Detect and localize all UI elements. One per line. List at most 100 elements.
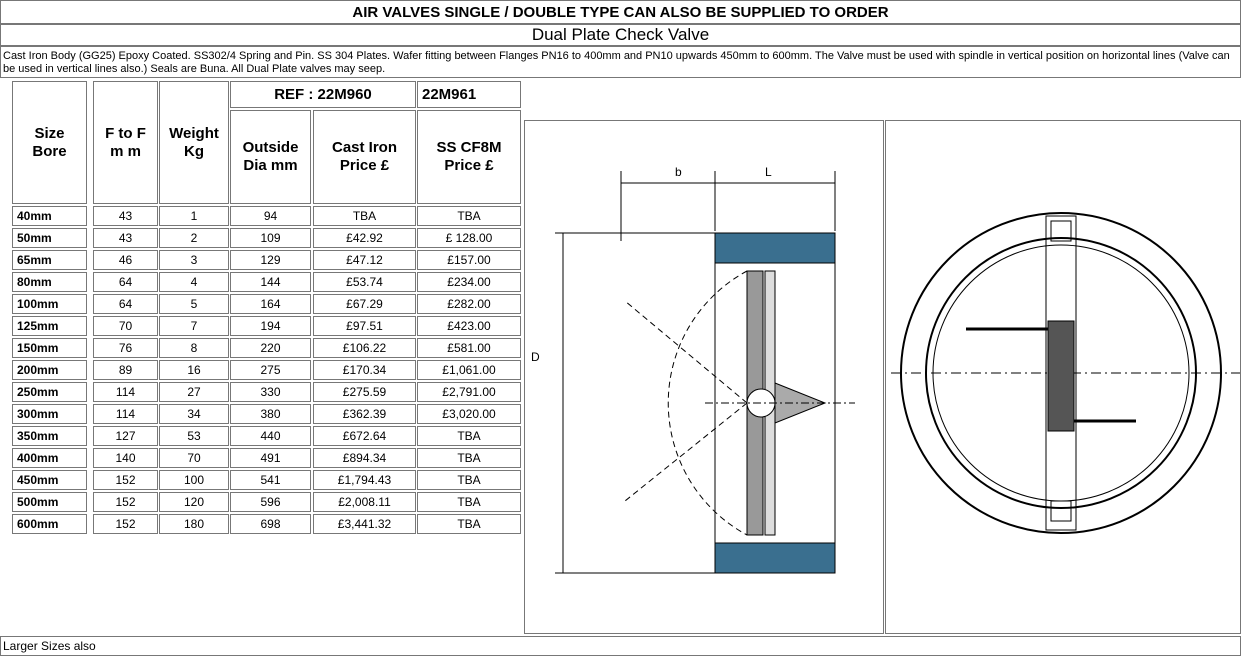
cell-size-bore: 300mm	[12, 404, 87, 424]
cell-weight: 180	[159, 514, 229, 534]
page-title: Dual Plate Check Valve	[0, 24, 1241, 46]
cell-weight: 70	[159, 448, 229, 468]
cell-f-to-f: 152	[93, 492, 158, 512]
cell-weight: 4	[159, 272, 229, 292]
cell-ss-price: TBA	[417, 470, 521, 490]
cell-f-to-f: 70	[93, 316, 158, 336]
header-ss-price: SS CF8M Price £	[417, 110, 521, 204]
cell-weight: 100	[159, 470, 229, 490]
cell-f-to-f: 64	[93, 272, 158, 292]
cell-outside-dia: 440	[230, 426, 311, 446]
header-f-to-f: F to F m m	[93, 81, 158, 204]
cell-f-to-f: 114	[93, 404, 158, 424]
cell-size-bore: 80mm	[12, 272, 87, 292]
header-ref-22m961: 22M961	[417, 81, 521, 108]
cell-f-to-f: 89	[93, 360, 158, 380]
cell-ss-price: £157.00	[417, 250, 521, 270]
cell-cast-iron-price: £170.34	[313, 360, 416, 380]
cell-cast-iron-price: £2,008.11	[313, 492, 416, 512]
front-view-drawing-panel	[885, 120, 1241, 634]
cell-cast-iron-price: £1,794.43	[313, 470, 416, 490]
product-description: Cast Iron Body (GG25) Epoxy Coated. SS30…	[0, 46, 1241, 78]
cell-outside-dia: 491	[230, 448, 311, 468]
cell-ss-price: TBA	[417, 492, 521, 512]
cell-weight: 27	[159, 382, 229, 402]
cell-outside-dia: 220	[230, 338, 311, 358]
cell-outside-dia: 698	[230, 514, 311, 534]
cell-weight: 120	[159, 492, 229, 512]
cell-cast-iron-price: £3,441.32	[313, 514, 416, 534]
footer-note: Larger Sizes also	[0, 636, 1241, 656]
dim-label-l: L	[765, 165, 772, 179]
cell-outside-dia: 109	[230, 228, 311, 248]
cell-ss-price: £423.00	[417, 316, 521, 336]
cell-outside-dia: 380	[230, 404, 311, 424]
cell-weight: 2	[159, 228, 229, 248]
cell-weight: 8	[159, 338, 229, 358]
header-cast-iron-price: Cast Iron Price £	[313, 110, 416, 204]
cell-outside-dia: 541	[230, 470, 311, 490]
cell-weight: 16	[159, 360, 229, 380]
cell-ss-price: £3,020.00	[417, 404, 521, 424]
cell-f-to-f: 76	[93, 338, 158, 358]
cell-size-bore: 250mm	[12, 382, 87, 402]
cell-size-bore: 450mm	[12, 470, 87, 490]
cell-cast-iron-price: £106.22	[313, 338, 416, 358]
header-outside-dia: Outside Dia mm	[230, 110, 311, 204]
cell-f-to-f: 43	[93, 206, 158, 226]
cell-ss-price: £282.00	[417, 294, 521, 314]
cell-outside-dia: 275	[230, 360, 311, 380]
cell-cast-iron-price: £275.59	[313, 382, 416, 402]
cell-cast-iron-price: £67.29	[313, 294, 416, 314]
cell-f-to-f: 127	[93, 426, 158, 446]
cell-size-bore: 150mm	[12, 338, 87, 358]
cell-cast-iron-price: £97.51	[313, 316, 416, 336]
cell-size-bore: 200mm	[12, 360, 87, 380]
cell-size-bore: 50mm	[12, 228, 87, 248]
cell-size-bore: 400mm	[12, 448, 87, 468]
dim-label-b: b	[675, 165, 682, 179]
cell-ss-price: £234.00	[417, 272, 521, 292]
cell-size-bore: 350mm	[12, 426, 87, 446]
cell-weight: 5	[159, 294, 229, 314]
header-size-bore: Size Bore	[12, 81, 87, 204]
cell-size-bore: 40mm	[12, 206, 87, 226]
cell-cast-iron-price: £47.12	[313, 250, 416, 270]
cell-size-bore: 125mm	[12, 316, 87, 336]
cell-outside-dia: 194	[230, 316, 311, 336]
cell-ss-price: £ 128.00	[417, 228, 521, 248]
cell-weight: 3	[159, 250, 229, 270]
cell-weight: 34	[159, 404, 229, 424]
cell-weight: 7	[159, 316, 229, 336]
cell-outside-dia: 144	[230, 272, 311, 292]
cell-outside-dia: 596	[230, 492, 311, 512]
cell-ss-price: £581.00	[417, 338, 521, 358]
dim-label-d: D	[531, 350, 540, 364]
cell-f-to-f: 114	[93, 382, 158, 402]
cell-ss-price: TBA	[417, 426, 521, 446]
cell-outside-dia: 164	[230, 294, 311, 314]
cell-size-bore: 100mm	[12, 294, 87, 314]
valve-side-section-diagram: b L D	[531, 165, 855, 574]
cell-size-bore: 500mm	[12, 492, 87, 512]
cell-cast-iron-price: £53.74	[313, 272, 416, 292]
cell-ss-price: TBA	[417, 206, 521, 226]
cell-size-bore: 65mm	[12, 250, 87, 270]
side-section-drawing-panel: b L D	[524, 120, 884, 634]
header-ref-22m960: REF : 22M960	[230, 81, 416, 108]
cell-f-to-f: 43	[93, 228, 158, 248]
cell-weight: 1	[159, 206, 229, 226]
cell-cast-iron-price: TBA	[313, 206, 416, 226]
cell-ss-price: TBA	[417, 514, 521, 534]
cell-weight: 53	[159, 426, 229, 446]
cell-f-to-f: 64	[93, 294, 158, 314]
cell-f-to-f: 46	[93, 250, 158, 270]
cell-outside-dia: 94	[230, 206, 311, 226]
cell-size-bore: 600mm	[12, 514, 87, 534]
cell-outside-dia: 330	[230, 382, 311, 402]
cell-ss-price: £2,791.00	[417, 382, 521, 402]
cell-ss-price: £1,061.00	[417, 360, 521, 380]
banner: AIR VALVES SINGLE / DOUBLE TYPE CAN ALSO…	[0, 0, 1241, 24]
valve-front-view-diagram	[891, 212, 1240, 534]
cell-cast-iron-price: £672.64	[313, 426, 416, 446]
